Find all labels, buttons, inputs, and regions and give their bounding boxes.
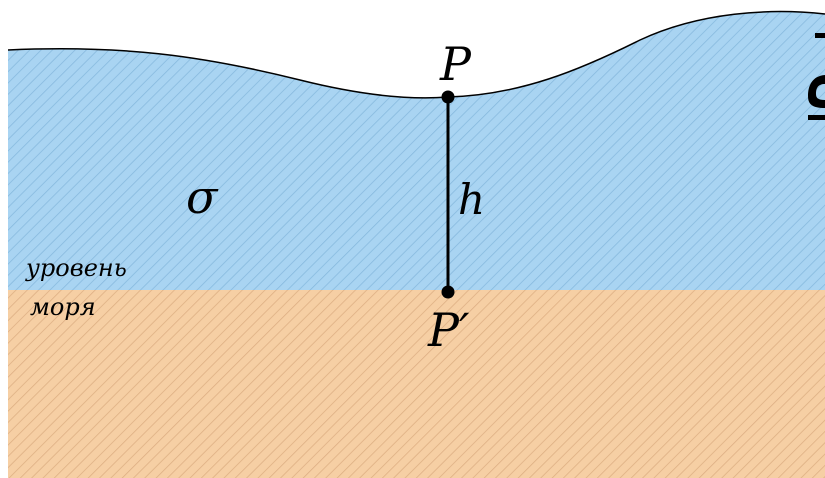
edge-glyph-fragment-top	[815, 33, 825, 38]
topographic-mass-layer	[8, 11, 825, 290]
edge-glyph-fragment-curve	[808, 75, 825, 108]
ground-layer	[8, 290, 825, 478]
sea-level-label-line2: моря	[30, 293, 96, 321]
point-p-prime-label: P′	[427, 303, 470, 357]
sea-level-label-line1: уровень	[25, 254, 127, 282]
edge-glyph-fragment-bar	[808, 115, 825, 120]
density-label: σ	[186, 170, 219, 224]
point-p-label: P	[439, 37, 472, 91]
point-p-marker	[441, 90, 455, 104]
height-label: h	[458, 175, 485, 224]
point-p-prime-marker	[441, 285, 455, 299]
